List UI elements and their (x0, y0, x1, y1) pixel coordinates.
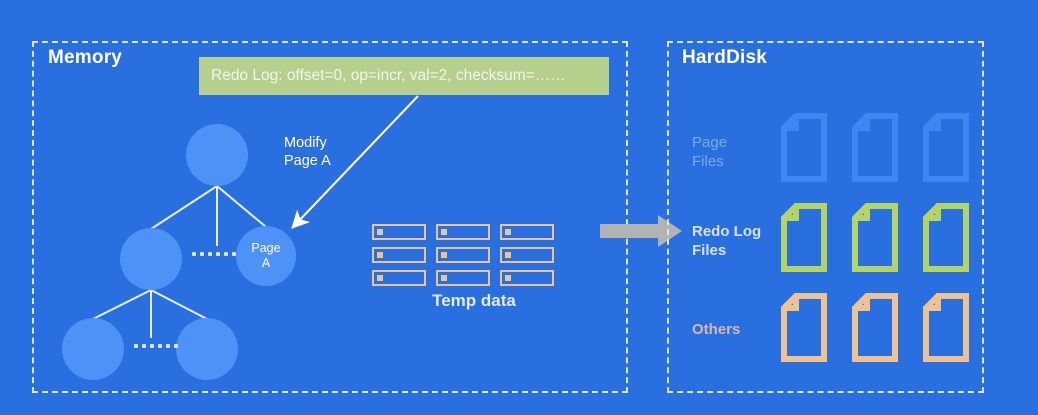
others-label: Others (692, 321, 741, 338)
redo-log-files-label: Redo Log Files (692, 223, 762, 259)
memory-panel-title: Memory (48, 47, 123, 68)
memory-panel (32, 41, 628, 393)
other-file-icon (852, 293, 898, 362)
database-slab (500, 224, 554, 240)
tree-node-level1 (120, 228, 182, 290)
harddisk-panel (667, 41, 984, 393)
modify-page-a-annotation: Modify Page A (284, 135, 331, 169)
tree-node-level2-right (176, 318, 238, 380)
page-files-label: Page Files (692, 134, 728, 170)
database-slab (500, 270, 554, 286)
redo-log-file-icon (781, 203, 827, 272)
redo-log-banner-text: Redo Log: offset=0, op=incr, val=2, chec… (211, 67, 566, 84)
tree-node-level2-left (62, 318, 124, 380)
database-stack-icon (500, 224, 554, 286)
database-slab (436, 224, 490, 240)
redo-log-banner: Redo Log: offset=0, op=incr, val=2, chec… (199, 57, 609, 95)
transfer-arrow-icon (600, 215, 682, 247)
tree-node-page-a: Page A (236, 226, 296, 286)
temp-data-label: Temp data (432, 291, 516, 310)
tree-ellipsis-middle (192, 252, 236, 256)
database-slab (436, 247, 490, 263)
tree-node-root (186, 124, 248, 186)
redo-log-file-icon (923, 203, 969, 272)
tree-ellipsis-bottom (134, 344, 178, 348)
database-slab (436, 270, 490, 286)
database-stack-icon (436, 224, 490, 286)
harddisk-panel-title: HardDisk (682, 47, 768, 68)
database-slab (372, 270, 426, 286)
other-file-icon (923, 293, 969, 362)
redo-log-file-icon (852, 203, 898, 272)
database-slab (372, 224, 426, 240)
page-file-icon (781, 113, 827, 182)
other-file-icon (781, 293, 827, 362)
database-slab (372, 247, 426, 263)
database-slab (500, 247, 554, 263)
database-stack-icon (372, 224, 426, 286)
page-file-icon (852, 113, 898, 182)
page-file-icon (923, 113, 969, 182)
